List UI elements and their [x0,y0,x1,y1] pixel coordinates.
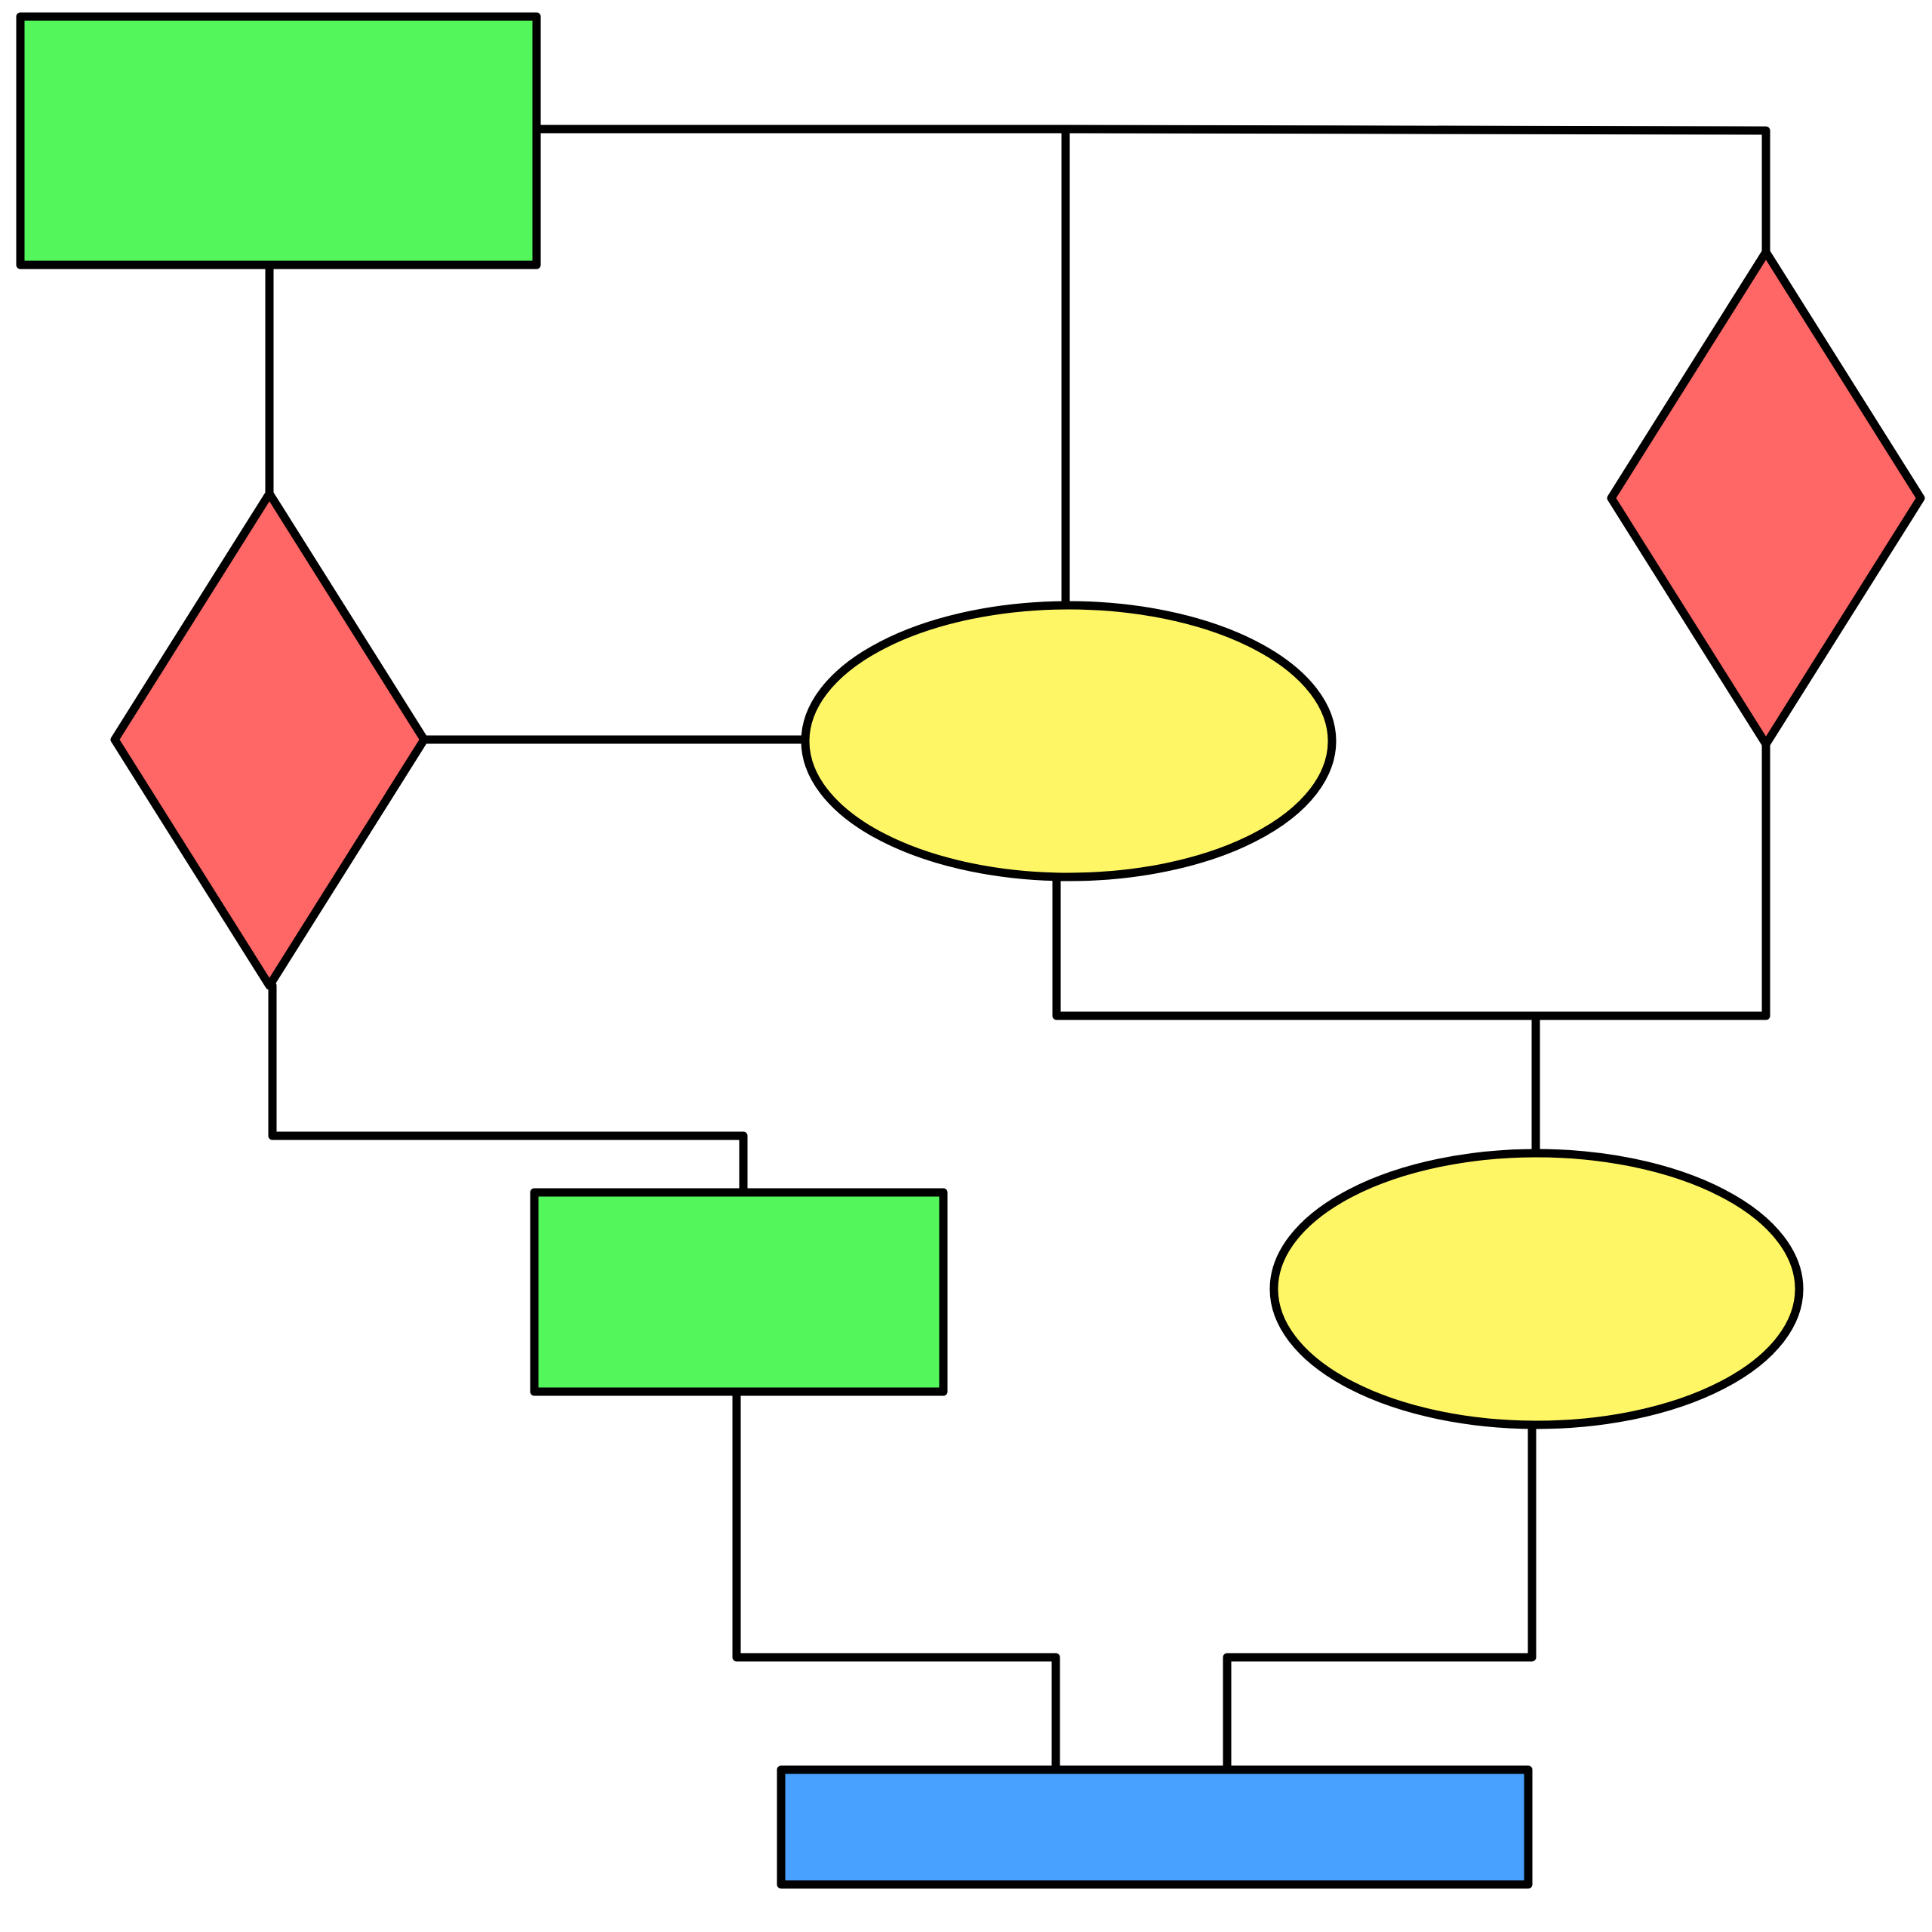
diagram-nodes [16,12,1925,1889]
edge-ellipse-right-to-rect-bottom [1223,1420,1537,1774]
node-rect-bottom [777,1765,1533,1889]
node-rect-middle [530,1188,948,1396]
node-rect-top-left [16,12,541,269]
edge-ellipse-center-to-ellipse-right [1052,740,1770,1020]
node-ellipse-right [1269,1149,1804,1429]
edge-diamond-left-to-rect-middle [268,981,748,1197]
edge-rect-middle-to-rect-bottom [732,1387,1060,1774]
node-ellipse-center [801,601,1337,881]
edge-rect-top-left-to-ellipse-center [532,125,1070,610]
connector-lines [265,125,1770,1774]
node-diamond-left [110,489,429,990]
edge-rect-top-left-to-diamond-right [1061,125,1770,257]
node-diamond-right [1607,248,1925,749]
